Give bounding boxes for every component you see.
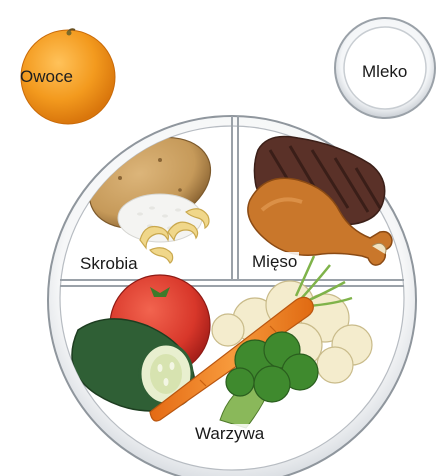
dairy-label: Mleko — [362, 63, 407, 80]
meat-label: Mięso — [250, 252, 299, 271]
vegetables-label: Warzywa — [192, 424, 267, 443]
fruit-label: Owoce — [20, 68, 73, 85]
starch-label: Skrobia — [78, 254, 140, 273]
